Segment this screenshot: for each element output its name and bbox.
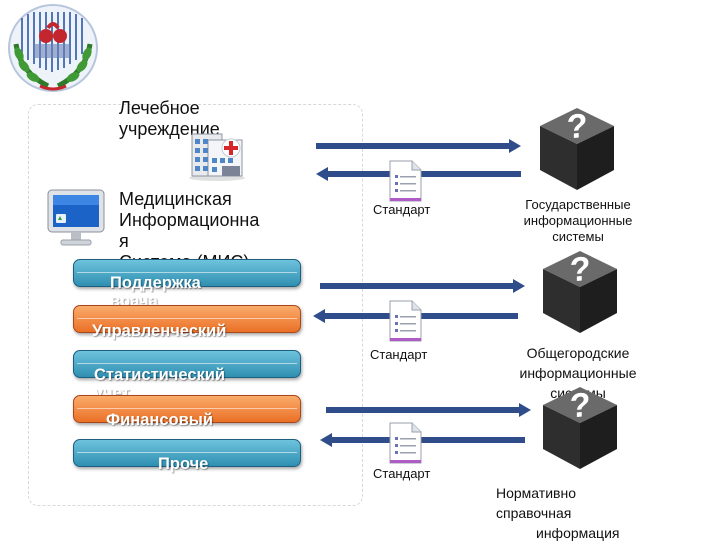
module-label: Управленческий (92, 322, 226, 340)
mis-title-line: Информационна (119, 210, 260, 230)
emblem-logo (4, 2, 102, 94)
mis-title-line: Медицинская (119, 189, 232, 209)
standard-label: Стандарт (373, 466, 431, 481)
system-label-line: информационные (519, 365, 637, 381)
svg-text:?: ? (570, 386, 591, 426)
system-label-line: Нормативно (496, 485, 576, 501)
module-label-line: Статистический (94, 366, 226, 384)
system-label-line: системы (552, 229, 604, 244)
institution-frame (28, 104, 363, 506)
module-label-line: Проче (158, 455, 209, 473)
computer-monitor-icon (44, 186, 108, 250)
module-bar-other[interactable]: Проче (73, 439, 301, 473)
outgoing-arrow (320, 279, 525, 293)
module-label: Проче (158, 455, 208, 473)
system-label-line: Общегородские (526, 345, 630, 361)
module-label-line: Управленческий (92, 322, 227, 340)
system-label-line: справочная (496, 505, 572, 521)
system-label-line: информация (536, 525, 620, 541)
module-label: Финансовый (106, 411, 213, 429)
incoming-arrow (316, 167, 521, 181)
system-label: Нормативно справочная информация (496, 483, 646, 543)
outgoing-arrow (316, 139, 521, 153)
module-bar-statistics[interactable]: Статистический учет (73, 350, 301, 402)
standard-label: Стандарт (370, 347, 428, 362)
module-label-line: Финансовый (106, 411, 213, 429)
hospital-icon (186, 126, 248, 182)
svg-text:?: ? (570, 250, 591, 290)
mis-title-line: я (119, 231, 129, 251)
system-label-line: Государственные (525, 197, 631, 212)
module-bar-finance[interactable]: Финансовый (73, 395, 301, 429)
module-bar-doctor-support[interactable]: Поддержка врача (73, 259, 301, 310)
question-cube-icon: ? (539, 247, 621, 337)
document-icon (386, 160, 424, 202)
module-label-line: Поддержка (110, 274, 201, 292)
question-cube-icon: ? (539, 383, 621, 473)
question-cube-icon: ? (536, 104, 618, 194)
incoming-arrow (320, 433, 525, 447)
document-icon (386, 422, 424, 464)
system-label-line: информационные (523, 213, 633, 228)
module-bar-management[interactable]: Управленческий (73, 305, 301, 340)
svg-text:?: ? (567, 107, 588, 147)
outgoing-arrow (326, 403, 531, 417)
system-label: Государственные информационные системы (508, 197, 648, 245)
document-icon (386, 300, 424, 342)
standard-label: Стандарт (373, 202, 431, 217)
